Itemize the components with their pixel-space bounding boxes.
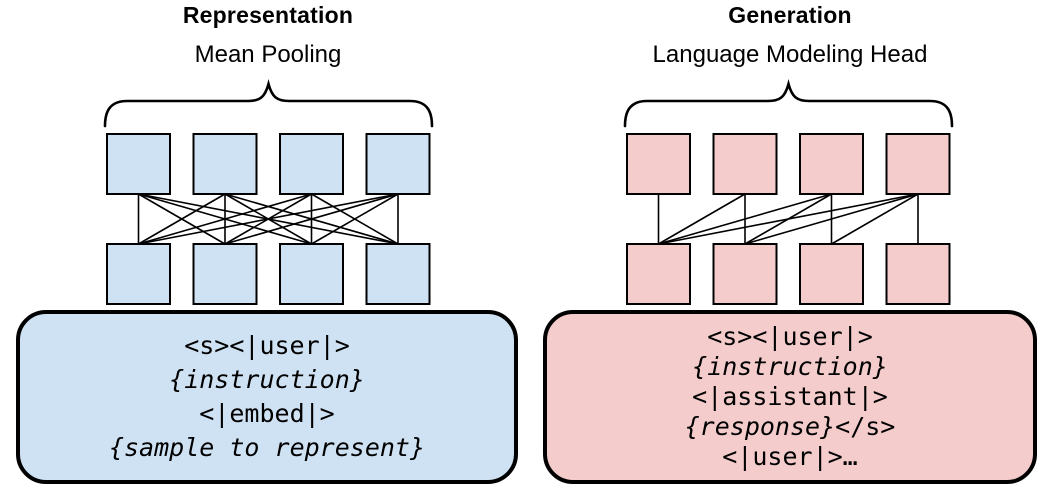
- prompt-segment: <|assistant|>: [692, 382, 888, 411]
- token-box: [279, 133, 344, 195]
- prompt-segment: </s>: [835, 412, 896, 441]
- token-box: [885, 133, 951, 195]
- attention-edge: [744, 193, 832, 245]
- generation-prompt-box: <s><|user|>{instruction}<|assistant|>{re…: [543, 310, 1037, 484]
- attention-edge: [224, 193, 399, 245]
- prompt-line: <s><|user|>: [707, 322, 873, 352]
- token-box: [799, 243, 864, 305]
- language-modeling-head-label: Language Modeling Head: [652, 41, 928, 68]
- prompt-line: {response}</s>: [685, 412, 896, 442]
- attention-edge: [138, 193, 312, 245]
- token-box: [365, 243, 431, 305]
- attention-edge: [138, 193, 226, 245]
- token-box: [192, 133, 258, 195]
- prompt-line: <s><|user|>: [184, 329, 350, 363]
- representation-title: Representation: [182, 2, 354, 28]
- prompt-segment: <|user|>…: [722, 442, 858, 471]
- token-box: [626, 133, 691, 195]
- prompt-segment: {response}: [684, 412, 836, 441]
- attention-edge: [311, 193, 399, 245]
- token-box: [885, 243, 951, 305]
- token-box: [192, 243, 258, 305]
- attention-edge: [831, 193, 919, 245]
- prompt-segment: {instruction}: [692, 352, 888, 381]
- token-box: [106, 243, 171, 305]
- prompt-segment: {sample to represent}: [108, 433, 426, 462]
- prompt-segment: <|embed|>: [199, 399, 335, 428]
- generation-title: Generation: [728, 2, 852, 28]
- prompt-line: <|user|>…: [722, 442, 857, 472]
- token-box: [626, 243, 691, 305]
- token-box: [365, 133, 431, 195]
- prompt-segment: <s><|user|>: [707, 322, 873, 351]
- token-box: [106, 133, 171, 195]
- representation-prompt-box: <s><|user|> {instruction} <|embed|> {sample…: [16, 310, 518, 484]
- prompt-segment: <s><|user|>: [184, 331, 350, 360]
- prompt-line: <|embed|>: [199, 397, 334, 431]
- curly-brace: [623, 79, 954, 128]
- mean-pooling-label: Mean Pooling: [194, 41, 342, 68]
- token-box: [799, 133, 864, 195]
- curly-brace: [103, 79, 434, 128]
- attention-edge: [138, 193, 399, 245]
- token-box: [279, 243, 344, 305]
- attention-edge: [658, 193, 746, 245]
- prompt-line: <|assistant|>: [692, 382, 888, 412]
- token-box: [712, 243, 778, 305]
- prompt-line: {instruction}: [169, 363, 365, 397]
- prompt-segment: {instruction}: [169, 365, 365, 394]
- token-box: [712, 133, 778, 195]
- prompt-line: {instruction}: [692, 352, 888, 382]
- prompt-line: {sample to represent}: [109, 431, 425, 465]
